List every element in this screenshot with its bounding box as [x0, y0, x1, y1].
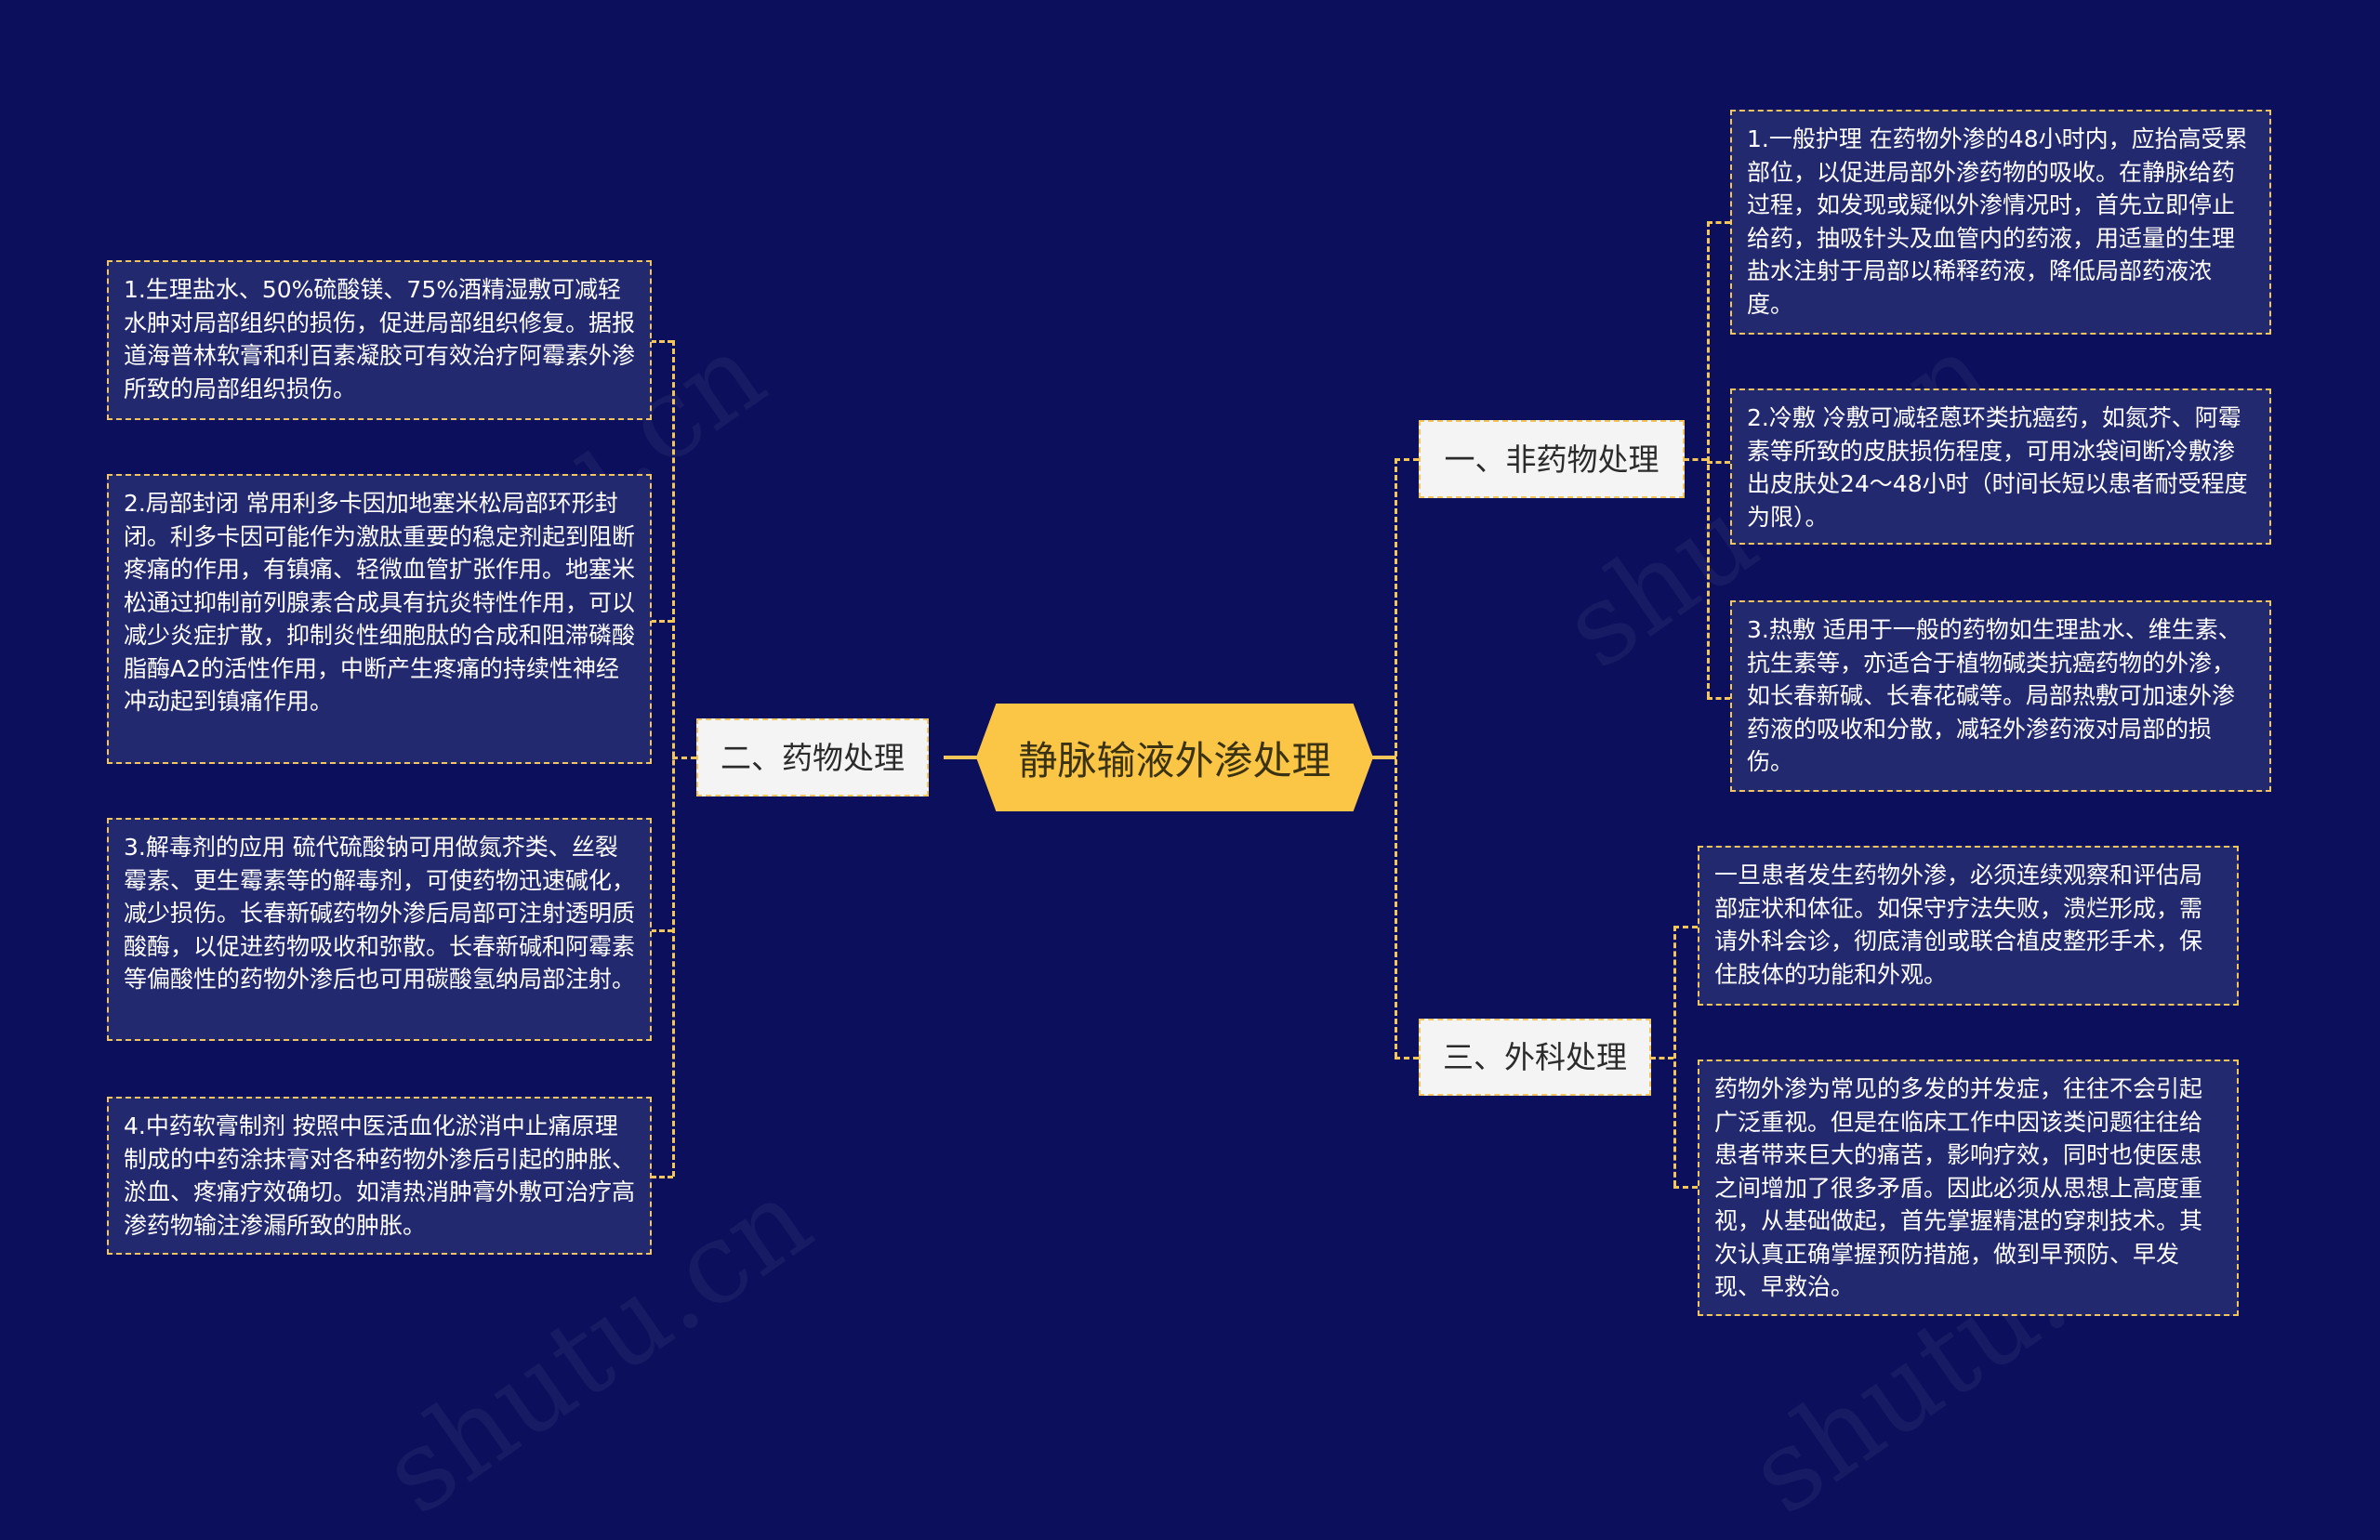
connector: [1395, 458, 1419, 461]
leaf-surgical-1[interactable]: 一旦患者发生药物外渗，必须连续观察和评估局部症状和体征。如保守疗法失败，溃烂形成…: [1698, 846, 2239, 1006]
leaf-surgical-2[interactable]: 药物外渗为常见的多发的并发症，往往不会引起广泛重视。但是在临床工作中因该类问题往…: [1698, 1060, 2239, 1316]
branch-label: 一、非药物处理: [1444, 441, 1659, 478]
connector: [1707, 461, 1730, 464]
connector: [1673, 926, 1698, 928]
connector: [1673, 1186, 1698, 1189]
connector: [1673, 926, 1676, 1186]
connector: [672, 757, 696, 759]
connector: [1707, 697, 1730, 700]
branch-surgical-treatment[interactable]: 三、外科处理: [1419, 1019, 1651, 1096]
root-label: 静脉输液外渗处理: [1018, 737, 1331, 783]
connector: [651, 1176, 673, 1178]
connector: [1684, 458, 1707, 461]
root-node[interactable]: 静脉输液外渗处理: [976, 704, 1373, 811]
connector: [651, 340, 673, 343]
connector: [1650, 1057, 1673, 1060]
branch-label: 三、外科处理: [1443, 1039, 1627, 1075]
connector: [1707, 221, 1710, 697]
connector: [1395, 458, 1397, 1058]
leaf-drug-2[interactable]: 2.局部封闭 常用利多卡因加地塞米松局部环形封闭。利多卡因可能作为激肽重要的稳定…: [107, 474, 652, 764]
branch-drug-treatment[interactable]: 二、药物处理: [696, 718, 929, 796]
connector: [651, 620, 673, 623]
connector: [1395, 1057, 1419, 1060]
branch-non-drug-treatment[interactable]: 一、非药物处理: [1419, 420, 1685, 498]
leaf-drug-3[interactable]: 3.解毒剂的应用 硫代硫酸钠可用做氮芥类、丝裂霉素、更生霉素等的解毒剂，可使药物…: [107, 818, 652, 1041]
connector: [672, 340, 675, 1177]
leaf-drug-4[interactable]: 4.中药软膏制剂 按照中医活血化淤消中止痛原理制成的中药涂抹膏对各种药物外渗后引…: [107, 1097, 652, 1255]
leaf-non-drug-3[interactable]: 3.热敷 适用于一般的药物如生理盐水、维生素、抗生素等，亦适合于植物碱类抗癌药物…: [1730, 600, 2271, 792]
leaf-non-drug-2[interactable]: 2.冷敷 冷敷可减轻蒽环类抗癌药，如氮芥、阿霉素等所致的皮肤损伤程度，可用冰袋间…: [1730, 388, 2271, 545]
connector: [1372, 756, 1396, 759]
leaf-drug-1[interactable]: 1.生理盐水、50%硫酸镁、75%酒精湿敷可减轻水肿对局部组织的损伤，促进局部组…: [107, 260, 652, 420]
connector: [651, 929, 673, 932]
branch-label: 二、药物处理: [721, 739, 905, 776]
connector: [944, 756, 981, 759]
leaf-non-drug-1[interactable]: 1.一般护理 在药物外渗的48小时内，应抬高受累部位，以促进局部外渗药物的吸收。…: [1730, 110, 2271, 335]
connector: [1707, 221, 1730, 224]
